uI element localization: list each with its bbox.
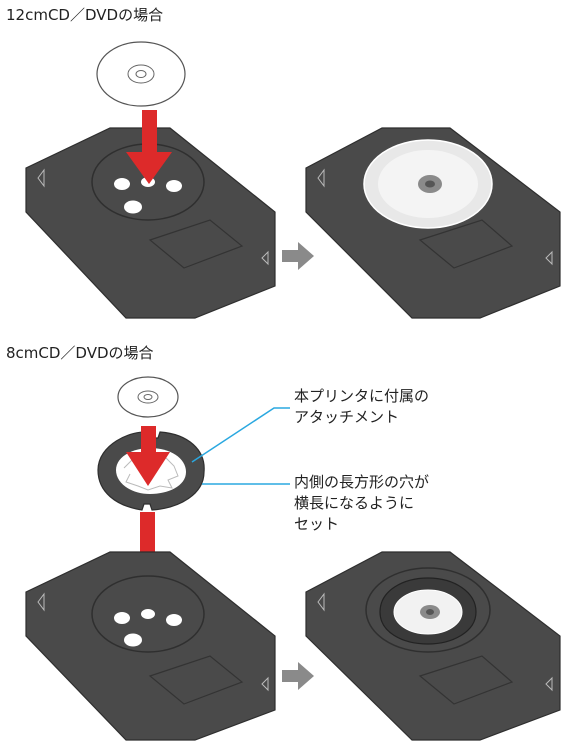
attachment-callout-line-2: アタッチメント bbox=[294, 408, 400, 426]
orientation-callout-line-2: 横長になるように bbox=[294, 494, 415, 512]
tray-8cm-empty bbox=[25, 551, 276, 741]
tray-12cm-empty bbox=[25, 127, 276, 319]
section-8cm-title: 8cmCD／DVDの場合 bbox=[6, 344, 154, 362]
orientation-callout: 内側の長方形の穴が 横長になるように セット bbox=[294, 472, 429, 535]
orientation-callout-line-3: セット bbox=[294, 515, 340, 533]
callout-leader-lines bbox=[191, 407, 290, 485]
tray-8cm-loaded bbox=[305, 551, 561, 741]
orientation-callout-line-1: 内側の長方形の穴が bbox=[294, 473, 430, 491]
section-12cm-title: 12cmCD／DVDの場合 bbox=[6, 6, 164, 24]
tray-12cm-loaded bbox=[305, 127, 561, 319]
next-step-arrow-12cm bbox=[282, 242, 314, 270]
insert-arrow-12cm bbox=[126, 110, 172, 184]
next-step-arrow-8cm bbox=[282, 662, 314, 690]
attachment-callout: 本プリンタに付属の アタッチメント bbox=[294, 386, 429, 428]
insert-arrow-8cm-disc bbox=[126, 426, 170, 486]
disc-12cm-loose bbox=[96, 41, 186, 107]
attachment-callout-line-1: 本プリンタに付属の bbox=[294, 387, 430, 405]
disc-8cm-loose bbox=[117, 376, 179, 418]
